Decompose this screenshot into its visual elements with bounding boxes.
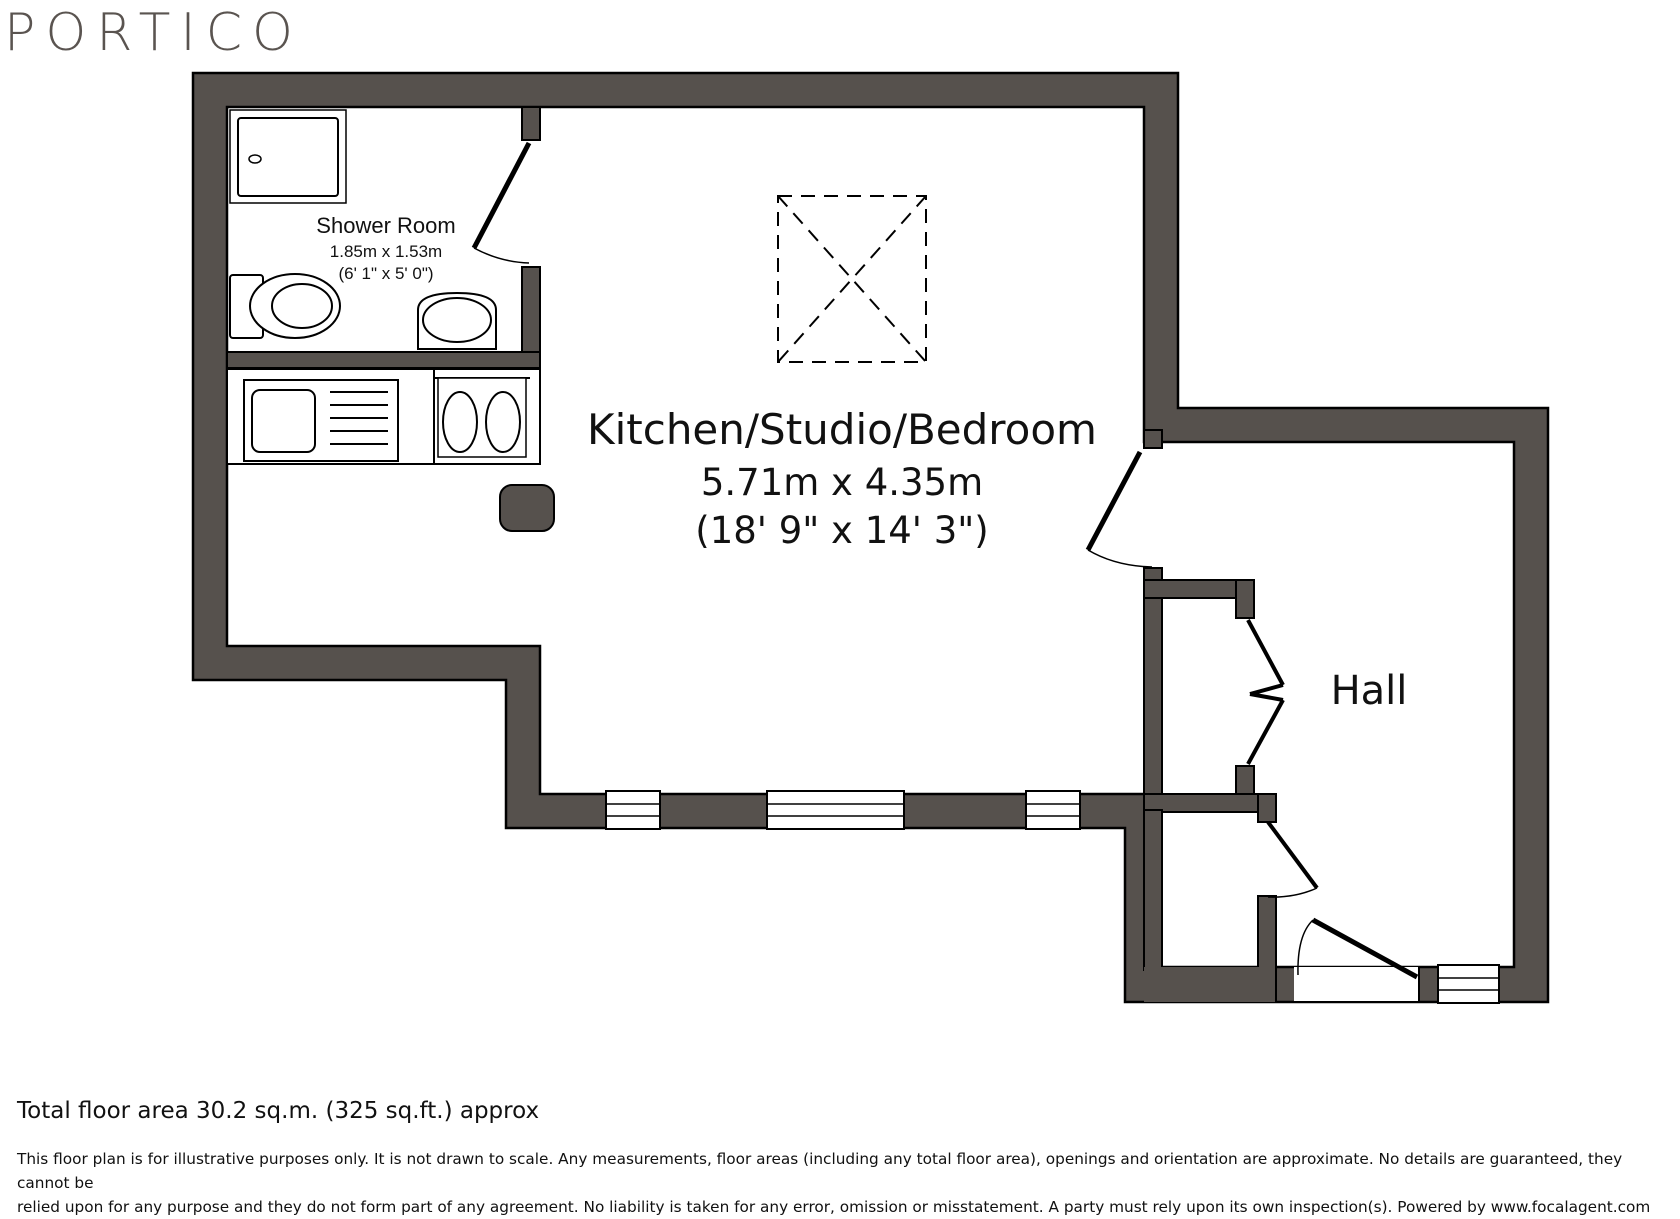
studio-room-metric: 5.71m x 4.35m	[701, 461, 983, 504]
pillar	[499, 484, 555, 532]
shower-room-metric: 1.85m x 1.53m	[330, 242, 442, 261]
shower-room-door	[471, 141, 532, 264]
kitchen-hob	[433, 368, 541, 465]
entrance-opening	[1294, 967, 1419, 1002]
window-bottom-center	[766, 790, 905, 830]
cupboard-wall-right-lower	[1257, 895, 1277, 971]
shower-room-imperial: (6' 1" x 5' 0")	[338, 264, 433, 283]
disclaimer-line-2: relied upon for any purpose and they do …	[17, 1198, 1651, 1216]
studio-room-name: Kitchen/Studio/Bedroom	[587, 405, 1097, 454]
floor-plan: PORTICO	[4, 3, 1550, 1004]
shower-room-name: Shower Room	[316, 213, 455, 238]
shower-room-wall-right	[521, 106, 541, 141]
hall-room-name: Hall	[1331, 668, 1408, 714]
hall-wall-stub-top	[1143, 429, 1163, 449]
closet-wall-left	[1143, 567, 1163, 795]
portico-logo: PORTICO	[4, 3, 303, 63]
window-hall	[1437, 964, 1500, 1004]
studio-room-imperial: (18' 9" x 14' 3")	[695, 509, 988, 552]
shower-room-wall-bottom	[226, 351, 541, 369]
window-bottom-left	[605, 790, 661, 830]
disclaimer-line-1: This floor plan is for illustrative purp…	[17, 1150, 1623, 1192]
closet-double-door	[1246, 619, 1285, 765]
shower-room-wall-right-lower	[521, 266, 541, 361]
cupboard-wall-right-top	[1257, 793, 1277, 823]
toilet	[229, 273, 341, 339]
wash-basin	[417, 291, 497, 350]
entrance-door	[1297, 917, 1419, 980]
closet-wall-top-end	[1235, 579, 1255, 619]
shower-tray	[229, 109, 347, 204]
window-bottom-right	[1025, 790, 1081, 830]
skylight	[777, 195, 927, 363]
cupboard-wall-left	[1143, 809, 1163, 971]
studio-hall-door	[1085, 450, 1153, 568]
cupboard-door	[1266, 820, 1319, 898]
cupboard-wall-bottom	[1144, 967, 1276, 1002]
disclaimer: This floor plan is for illustrative purp…	[17, 1147, 1677, 1219]
total-floor-area: Total floor area 30.2 sq.m. (325 sq.ft.)…	[17, 1098, 540, 1124]
